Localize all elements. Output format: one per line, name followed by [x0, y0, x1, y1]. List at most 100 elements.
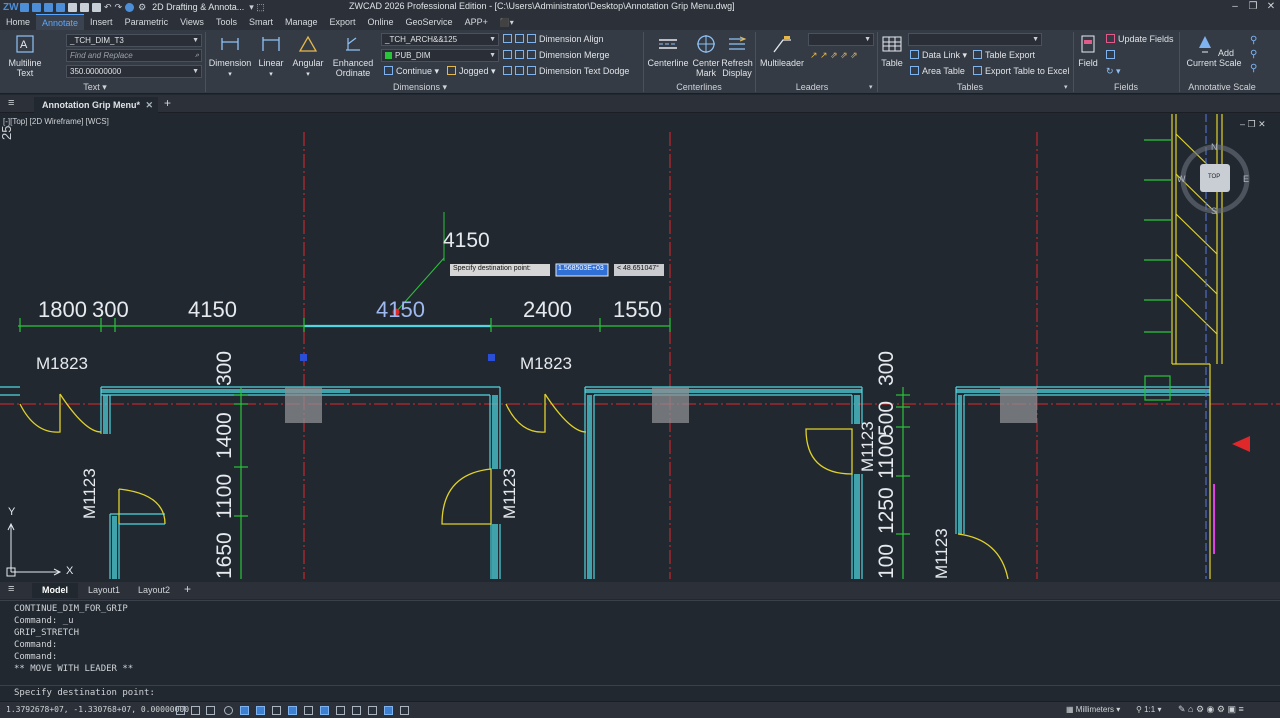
dim-text[interactable]: 1800: [38, 297, 87, 322]
status-tray-icons[interactable]: ✎ ⌂ ⚙ ◉ ⚙ ▣ ≡: [1178, 704, 1244, 714]
menu-tab-views[interactable]: Views: [180, 17, 204, 27]
save-as-icon[interactable]: [56, 2, 65, 12]
dim-text[interactable]: 4150: [188, 297, 237, 322]
units-selector[interactable]: ▦ Millimeters ▾: [1066, 705, 1121, 714]
close-tab-icon[interactable]: ✕: [145, 100, 153, 110]
dimension-align-button[interactable]: Dimension Align: [539, 34, 604, 44]
dim-space-icon[interactable]: [503, 34, 512, 43]
transparency-icon[interactable]: [320, 706, 329, 715]
add-layout-icon[interactable]: +: [184, 582, 192, 596]
drawing-canvas[interactable]: [-][Top] [2D Wireframe] [WCS] – ❐ ✕ 25 1…: [0, 114, 1280, 579]
properties-icon[interactable]: [92, 2, 101, 12]
grid-icon[interactable]: [176, 706, 185, 715]
table-style-combo[interactable]: ▼: [908, 33, 1042, 46]
dimension-merge-button[interactable]: Dimension Merge: [539, 50, 610, 60]
centerlines-panel-label[interactable]: Centerlines: [676, 82, 722, 92]
menu-tab-home[interactable]: Home: [6, 17, 31, 27]
workspace-dropdown-icon[interactable]: ▾ ⬚: [249, 1, 265, 12]
menu-tab-smart[interactable]: Smart: [248, 17, 273, 27]
tables-panel-label[interactable]: Tables: [956, 82, 983, 92]
dimension-text-dodge-button[interactable]: Dimension Text Dodge: [539, 66, 630, 76]
jogged-button[interactable]: Jogged ▾: [447, 65, 496, 77]
quick-properties-icon[interactable]: [336, 706, 345, 715]
compass-e[interactable]: E: [1243, 174, 1250, 184]
redo-icon[interactable]: ↷: [114, 1, 123, 12]
compass-n[interactable]: N: [1211, 142, 1218, 152]
plot-preview-icon[interactable]: [80, 2, 89, 12]
continue-button[interactable]: Continue ▾: [384, 65, 439, 77]
dim-text[interactable]: 300: [875, 350, 898, 386]
undo-icon[interactable]: ↶: [104, 1, 112, 12]
field-button[interactable]: Field: [1076, 34, 1100, 68]
left-vertical-dims[interactable]: [234, 387, 248, 579]
door-label[interactable]: M1123: [932, 528, 951, 579]
add-current-scale-button[interactable]: Add Current Scale: [1184, 34, 1244, 68]
tab-model[interactable]: Model: [32, 583, 78, 598]
restore-button[interactable]: ❐: [1248, 1, 1258, 12]
right-vertical-dims[interactable]: [896, 387, 910, 579]
center-mark-button[interactable]: Center Mark: [691, 34, 721, 78]
field-tool-button[interactable]: [1106, 49, 1118, 61]
text-panel-label[interactable]: Text ▾: [83, 82, 107, 92]
enhanced-ordinate-button[interactable]: Enhanced Ordinate: [330, 34, 376, 78]
annotation-monitor-icon[interactable]: [368, 706, 377, 715]
annoscale-tools-icon[interactable]: ⚲⚲⚲: [1250, 35, 1258, 74]
text-style-combo[interactable]: _TCH_DIM_T3▼: [66, 34, 202, 47]
dimension-layer-combo[interactable]: PUB_DIM▼: [381, 49, 499, 62]
workspace-status-icon[interactable]: [400, 706, 409, 715]
blue-grip[interactable]: [488, 354, 495, 361]
dim-text[interactable]: 2400: [523, 297, 572, 322]
export-table-to-excel-button[interactable]: Export Table to Excel: [973, 65, 1069, 77]
door-label[interactable]: M1823: [36, 354, 88, 373]
tab-layout1[interactable]: Layout1: [88, 585, 121, 595]
dim-text[interactable]: 1400: [213, 412, 236, 459]
menu-tab-insert[interactable]: Insert: [90, 17, 113, 27]
text-height-combo[interactable]: 350.00000000▼: [66, 65, 202, 78]
menu-tab-manage[interactable]: Manage: [284, 17, 318, 27]
update-fields-button[interactable]: Update Fields: [1106, 33, 1174, 45]
hamburger-menu-icon[interactable]: ≡: [8, 97, 15, 109]
field-refresh-icon[interactable]: ↻ ▾: [1106, 66, 1121, 76]
dim-text[interactable]: 300: [92, 297, 129, 322]
dim-text[interactable]: 300: [213, 350, 236, 386]
leaders-panel-label[interactable]: Leaders: [795, 82, 829, 92]
polar-icon[interactable]: [224, 706, 233, 715]
osnap-icon[interactable]: [240, 706, 249, 715]
viewcube-top-face[interactable]: [1200, 164, 1230, 192]
dimension-style-combo[interactable]: _TCH_ARCH&&125▼: [381, 33, 499, 46]
close-button[interactable]: ✕: [1266, 1, 1276, 12]
command-line-input[interactable]: Specify destination point:: [0, 685, 1280, 700]
menu-tab-annotate[interactable]: Annotate: [36, 14, 85, 30]
table-button[interactable]: Table: [879, 34, 905, 68]
menu-tab-export[interactable]: Export: [329, 17, 356, 27]
centerline-button[interactable]: Centerline: [646, 34, 690, 68]
app-logo-icon[interactable]: ZW: [3, 2, 19, 13]
ribbon-options-icon[interactable]: ⬛▾: [499, 17, 514, 27]
dimension-button[interactable]: Dimension▾: [208, 34, 252, 80]
new-tab-icon[interactable]: +: [164, 96, 172, 110]
ortho-icon[interactable]: [206, 706, 215, 715]
help-icon[interactable]: [125, 2, 135, 12]
leaders-expand-icon[interactable]: ▾: [869, 84, 873, 91]
compass-w[interactable]: W: [1177, 174, 1186, 184]
menu-tab-parametric[interactable]: Parametric: [124, 17, 169, 27]
menu-tab-geoservice[interactable]: GeoService: [405, 17, 453, 27]
dim-update-icon[interactable]: [515, 66, 524, 75]
blue-grip[interactable]: [300, 354, 307, 361]
annotation-scale-selector[interactable]: ⚲ 1:1 ▾: [1136, 705, 1162, 714]
fields-panel-label[interactable]: Fields: [1113, 82, 1138, 92]
dim-text[interactable]: 1100: [213, 473, 236, 519]
model-space-icon[interactable]: [384, 706, 393, 715]
print-icon[interactable]: [68, 2, 77, 12]
door-label[interactable]: M1823: [520, 354, 572, 373]
search-icon[interactable]: ⌕: [195, 52, 199, 59]
leader-tools[interactable]: ↗ ↗ ⇗ ⇗ ⇗: [810, 50, 858, 60]
dim-oblique-icon[interactable]: [515, 50, 524, 59]
dim-reassoc-icon[interactable]: [503, 66, 512, 75]
tab-layout2[interactable]: Layout2: [138, 585, 171, 595]
table-export-button[interactable]: Table Export: [973, 49, 1035, 61]
find-replace-field[interactable]: Find and Replace⌕: [66, 49, 202, 62]
dim-break-icon[interactable]: [515, 34, 524, 43]
menu-tab-tools[interactable]: Tools: [215, 17, 237, 27]
minimize-button[interactable]: –: [1232, 1, 1238, 12]
